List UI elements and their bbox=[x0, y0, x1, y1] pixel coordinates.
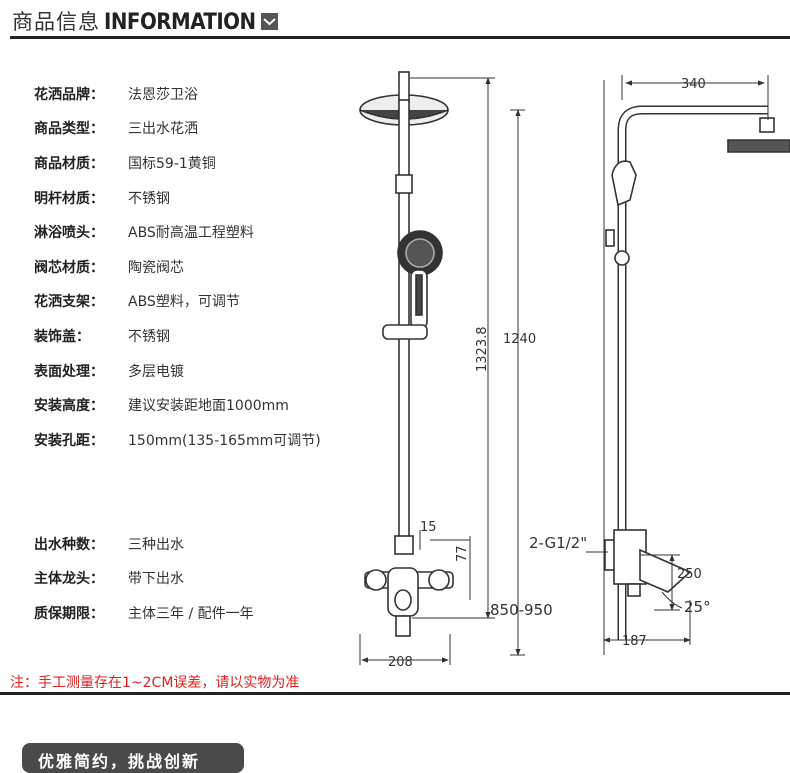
spec-value: 法恩莎卫浴 bbox=[128, 87, 198, 103]
spec-value: 不锈钢 bbox=[128, 329, 170, 345]
dim-label-thread: 2-G1/2" bbox=[529, 534, 587, 552]
spec-label: 主体龙头： bbox=[34, 571, 104, 587]
section-title-cn: 商品信息 bbox=[12, 10, 100, 34]
spec-value: 国标59-1黄铜 bbox=[128, 156, 216, 172]
spec-label: 阀芯材质： bbox=[34, 260, 104, 276]
dim-label-top-width: 340 bbox=[681, 77, 706, 92]
spec-value: 主体三年 / 配件一年 bbox=[128, 606, 254, 622]
dim-label-187: 187 bbox=[622, 634, 647, 649]
dim-label-total-height: 1323.8 bbox=[475, 327, 490, 373]
spec-value: 150mm(135-165mm可调节) bbox=[128, 433, 321, 449]
spec-label: 质保期限： bbox=[34, 606, 104, 622]
spec-value: ABS塑料，可调节 bbox=[128, 294, 240, 310]
section-divider bbox=[0, 692, 790, 695]
side-view bbox=[603, 80, 790, 655]
spec-label: 装饰盖： bbox=[34, 329, 90, 345]
spec-value: ABS耐高温工程塑料 bbox=[128, 225, 254, 241]
spec-label: 商品类型： bbox=[34, 121, 104, 137]
spec-value: 带下出水 bbox=[128, 571, 184, 587]
spec-label: 花洒支架： bbox=[34, 294, 104, 310]
spec-value: 三种出水 bbox=[128, 537, 184, 553]
measurement-note: 注：手工测量存在1~2CM误差，请以实物为准 bbox=[10, 675, 300, 691]
front-view bbox=[359, 71, 454, 637]
front-dimensions bbox=[359, 77, 525, 665]
spec-label: 明杆材质： bbox=[34, 191, 104, 207]
spec-label: 出水种数： bbox=[34, 537, 104, 553]
spec-label: 淋浴喷头： bbox=[34, 225, 104, 241]
slogan-text: 优雅简约，挑战创新 bbox=[38, 752, 201, 771]
spec-label: 安装孔距： bbox=[34, 433, 104, 449]
dim-label-install-range: 850-950 bbox=[490, 601, 553, 619]
shower-diagram: 208 15 77 1323.8 1240 340 2-G1/2" 850-95… bbox=[359, 71, 790, 670]
chevron-down-icon bbox=[260, 13, 278, 30]
spec-value: 建议安装距地面1000mm bbox=[128, 398, 289, 414]
spec-label: 安装高度： bbox=[34, 398, 104, 414]
dim-label-250: 250 bbox=[677, 567, 702, 582]
dim-label-77: 77 bbox=[455, 545, 470, 562]
spec-label: 花洒品牌： bbox=[34, 87, 104, 103]
side-dimensions bbox=[586, 75, 769, 645]
slogan-badge: 优雅简约，挑战创新 bbox=[22, 743, 244, 773]
spec-value: 三出水花洒 bbox=[128, 121, 198, 137]
spec-value: 陶瓷阀芯 bbox=[128, 260, 184, 276]
spec-value: 多层电镀 bbox=[128, 364, 184, 380]
spec-label: 表面处理： bbox=[34, 364, 104, 380]
section-title-en: INFORMATION bbox=[104, 10, 256, 35]
dim-label-15: 15 bbox=[420, 520, 437, 535]
header-divider bbox=[10, 36, 790, 39]
dim-label-angle: 25° bbox=[684, 598, 711, 616]
spec-value: 不锈钢 bbox=[128, 191, 170, 207]
dim-label-208: 208 bbox=[388, 655, 413, 670]
dim-label-bar-height: 1240 bbox=[503, 332, 536, 347]
spec-label: 商品材质： bbox=[34, 156, 104, 172]
